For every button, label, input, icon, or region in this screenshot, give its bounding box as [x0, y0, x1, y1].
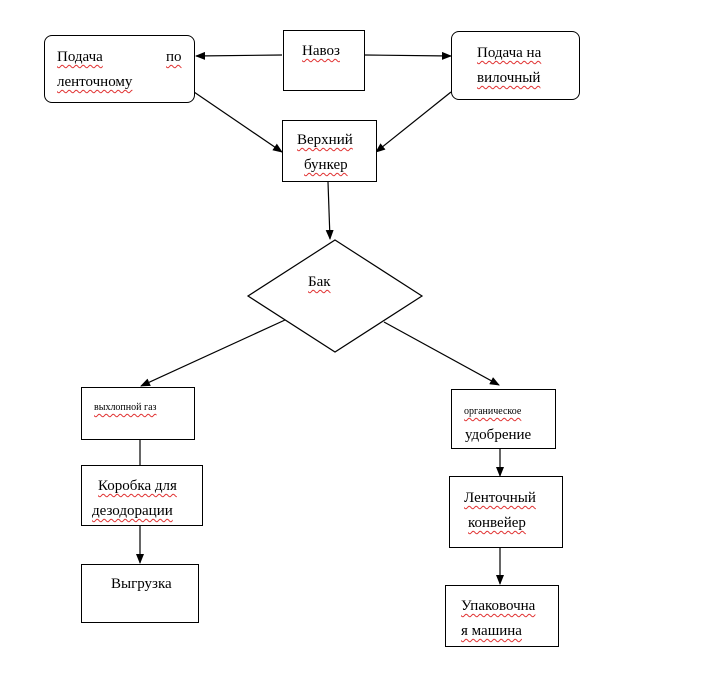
node-belt-feed-label-1b: по — [166, 49, 182, 65]
node-upper-bunker: Верхний бункер — [282, 120, 377, 182]
node-upper-bunker-label-2: бункер — [304, 157, 348, 173]
node-belt-feed: Подача по ленточному — [44, 35, 195, 103]
node-belt-conveyor-label-2: конвейер — [468, 515, 526, 531]
node-upper-bunker-label-1: Верхний — [297, 132, 353, 148]
node-fork-feed-label-1: Подача на — [477, 45, 542, 61]
node-exhaust-gas: выхлопной газ — [81, 387, 195, 440]
tank-diamond — [246, 239, 424, 353]
arrow-manure-to-fork-feed — [364, 51, 452, 60]
node-deodor-box-label-1: Коробка для — [98, 478, 177, 494]
node-belt-feed-label-2: ленточному — [57, 74, 133, 90]
node-organic-fertilizer: органическое удобрение — [451, 389, 556, 449]
node-organic-fertilizer-label-1: органическое — [464, 406, 522, 417]
node-fork-feed-label-2: вилочный — [477, 70, 541, 86]
node-packing-machine: Упаковочна я машина — [445, 585, 559, 647]
node-manure: Навоз — [283, 30, 365, 91]
node-manure-label: Навоз — [302, 43, 340, 59]
node-deodor-box-label-2: дезодорации — [92, 503, 173, 519]
node-unloading-label: Выгрузка — [111, 576, 172, 592]
node-unloading: Выгрузка — [81, 564, 199, 623]
arrow-manure-to-belt-feed — [195, 51, 283, 60]
node-organic-fertilizer-label-2: удобрение — [465, 427, 532, 443]
node-fork-feed: Подача на вилочный — [451, 31, 580, 100]
node-belt-conveyor: Ленточный конвейер — [449, 476, 563, 548]
arrow-bunker-to-tank — [325, 181, 334, 240]
arrow-tank-to-fertilizer — [383, 321, 500, 386]
node-belt-conveyor-label-1: Ленточный — [464, 490, 536, 506]
node-packing-machine-label-1: Упаковочна — [461, 598, 536, 614]
node-deodor-box: Коробка для дезодорации — [81, 465, 203, 526]
arrow-tank-to-exhaust — [140, 319, 286, 387]
node-tank-label: Бак — [308, 274, 331, 290]
node-packing-machine-label-2: я машина — [461, 623, 522, 639]
node-belt-feed-label-1: Подача — [57, 49, 103, 65]
arrow-fork-feed-to-bunker — [375, 91, 452, 153]
node-exhaust-gas-label: выхлопной газ — [94, 402, 157, 413]
arrow-belt-feed-to-bunker — [193, 91, 283, 153]
